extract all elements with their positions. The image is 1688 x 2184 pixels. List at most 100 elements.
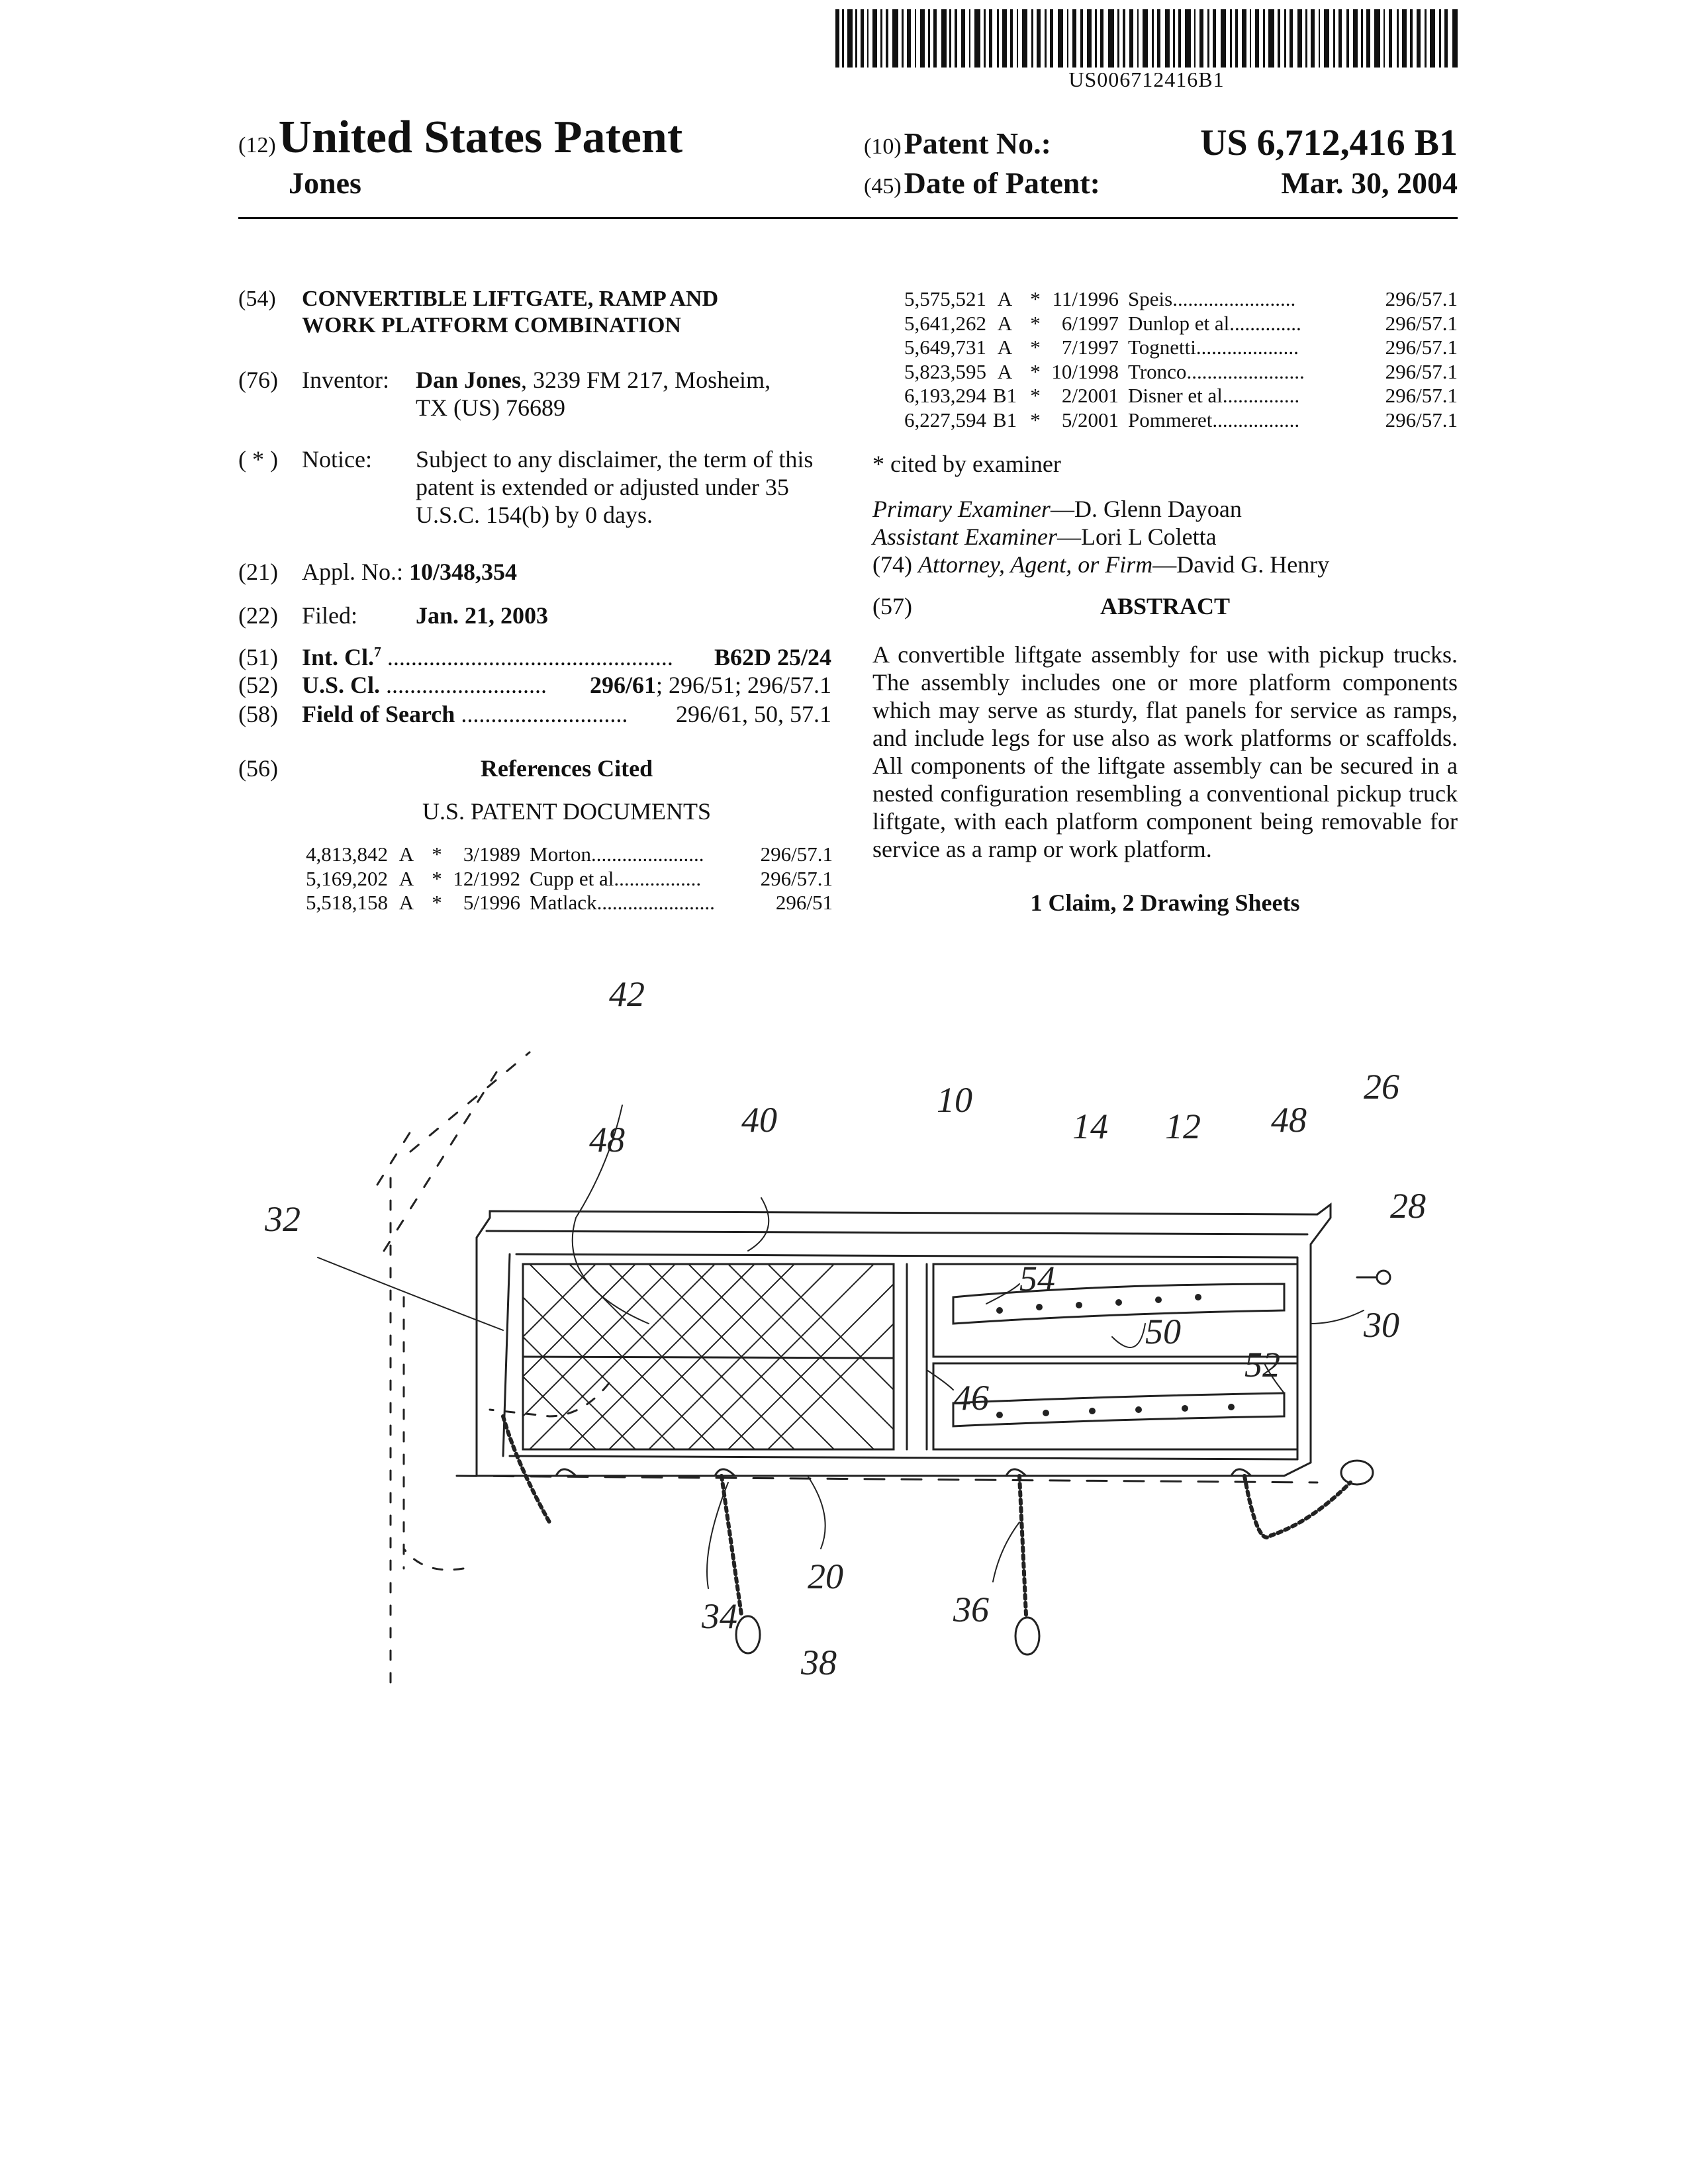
attorney: (74) Attorney, Agent, or Firm—David G. H… — [872, 551, 1329, 578]
patent-number-row: (10) Patent No.: US 6,712,416 B1 — [864, 126, 1458, 161]
reference-name: Cupp et al. — [530, 867, 619, 891]
patent-number-value: US 6,712,416 B1 — [1200, 122, 1458, 164]
appl-value: 10/348,354 — [409, 559, 517, 585]
drawing-label-54: 54 — [1019, 1259, 1055, 1298]
notice-code: ( * ) — [238, 445, 278, 473]
reference-name: Morton — [530, 842, 591, 867]
search-code: (58) — [238, 700, 278, 728]
leader-dots: ...................... — [591, 842, 761, 867]
reference-name: Matlack — [530, 891, 597, 915]
reference-cited-mark: * — [1023, 312, 1047, 336]
drawing-label-10: 10 — [937, 1080, 972, 1120]
attorney-code: (74) — [872, 551, 912, 578]
assistant-examiner: Assistant Examiner—Lori L Coletta — [872, 523, 1217, 551]
reference-number: 4,813,842 — [289, 842, 388, 867]
barcode-number: US006712416B1 — [835, 68, 1458, 92]
cited-by-examiner-note: * cited by examiner — [872, 450, 1061, 478]
abstract-line: All components of the liftgate assembly … — [872, 752, 1458, 780]
chain — [722, 1476, 741, 1615]
reference-kind: A — [986, 360, 1023, 385]
reference-number: 6,193,294 — [887, 384, 986, 408]
abstract-line: The assembly includes one or more platfo… — [872, 668, 1458, 696]
reference-number: 5,641,262 — [887, 312, 986, 336]
title-code: (54) — [238, 286, 276, 312]
drawing-label-50: 50 — [1145, 1312, 1181, 1351]
drawing-label-12: 12 — [1165, 1107, 1201, 1146]
drawing-label-30: 30 — [1363, 1305, 1399, 1345]
primary-examiner: Primary Examiner—D. Glenn Dayoan — [872, 495, 1242, 523]
inid-code: (12) — [238, 133, 276, 158]
us-cl-row: U.S. Cl. ........................... 296… — [302, 671, 831, 699]
references-heading: References Cited — [302, 754, 831, 782]
assistant-examiner-label: Assistant Examiner — [872, 523, 1057, 550]
leader-dots: .................... — [1196, 336, 1385, 360]
date-of-patent-label: Date of Patent: — [904, 166, 1100, 200]
reference-number: 5,575,521 — [887, 287, 986, 312]
pin-head — [1377, 1271, 1390, 1284]
reference-cited-mark: * — [1023, 384, 1047, 408]
reference-date: 5/1996 — [449, 891, 520, 915]
reference-cited-mark: * — [1023, 360, 1047, 385]
reference-cited-mark: * — [425, 867, 449, 891]
truck-bed-outline — [391, 1178, 404, 1688]
reference-row: 5,575,521A*11/1996Speis.................… — [887, 287, 1458, 312]
filed-code: (22) — [238, 602, 278, 629]
reference-date: 3/1989 — [449, 842, 520, 867]
drawing-label-28: 28 — [1390, 1186, 1426, 1226]
drawing-label-34: 34 — [701, 1596, 737, 1636]
abstract-line: A convertible liftgate assembly for use … — [872, 641, 1458, 668]
inventor-entry: Dan Jones, 3239 FM 217, Mosheim, TX (US)… — [416, 366, 833, 422]
reference-class: 296/57.1 — [761, 842, 833, 867]
reference-cited-mark: * — [1023, 287, 1047, 312]
drawing-label-14: 14 — [1072, 1107, 1108, 1146]
leader-dots: ............................ — [461, 700, 676, 728]
reference-kind: A — [986, 312, 1023, 336]
liftgate-top-rail — [487, 1231, 1307, 1234]
abstract-heading: ABSTRACT — [872, 592, 1458, 620]
header-divider — [238, 217, 1458, 219]
drawing-label-48: 48 — [1271, 1100, 1307, 1140]
platform-panel-divider — [523, 1357, 894, 1358]
reference-name: Disner et al. — [1128, 384, 1228, 408]
leader-dots: ................ — [619, 867, 760, 891]
chain — [1019, 1476, 1026, 1615]
leader-dots: ........................ — [1172, 287, 1385, 312]
leader-dots: ............. — [1235, 312, 1385, 336]
reference-class: 296/51 — [776, 891, 833, 915]
reference-cited-mark: * — [425, 842, 449, 867]
reference-row: 5,823,595A*10/1998Tronco................… — [887, 360, 1458, 385]
reference-kind: A — [986, 336, 1023, 360]
abstract-line: and include legs for use also as work pl… — [872, 724, 1458, 752]
reference-class: 296/57.1 — [1385, 287, 1458, 312]
abstract-line: liftgate, with each platform component b… — [872, 807, 1458, 835]
reference-cited-mark: * — [1023, 408, 1047, 433]
leader-dots: .............. — [1228, 384, 1385, 408]
uscl-value: ; 296/51; 296/57.1 — [656, 671, 831, 699]
representative-drawing: 42 40 48 10 14 12 48 26 32 28 54 50 30 4… — [238, 953, 1458, 1688]
filed-label: Filed: — [302, 602, 357, 629]
inid-code: (45) — [864, 174, 902, 199]
center-divider — [907, 1264, 927, 1449]
date-of-patent-row: (45) Date of Patent: Mar. 30, 2004 — [864, 165, 1458, 201]
filed-value: Jan. 21, 2003 — [416, 602, 548, 629]
reference-kind: B1 — [986, 384, 1023, 408]
truck-bed-outline — [404, 1549, 463, 1570]
reference-name: Dunlop et al. — [1128, 312, 1235, 336]
liftgate-frame — [477, 1205, 1331, 1476]
reference-class: 296/57.1 — [1385, 408, 1458, 433]
drawing-label-40: 40 — [741, 1100, 777, 1140]
inventor-address: TX (US) 76689 — [416, 394, 833, 422]
drawing-label-38: 38 — [800, 1643, 837, 1682]
reference-row: 5,518,158A*5/1996Matlack................… — [289, 891, 833, 915]
appl-label: Appl. No.: — [302, 559, 403, 585]
reference-number: 5,823,595 — [887, 360, 986, 385]
liftgate-inner-edge — [516, 1254, 1297, 1257]
reference-class: 296/57.1 — [1385, 384, 1458, 408]
reference-name: Speis — [1128, 287, 1172, 312]
leader-dots: ........................................… — [387, 643, 714, 671]
abstract-line: service as a ramp or work platform. — [872, 835, 1458, 863]
reference-cited-mark: * — [425, 891, 449, 915]
intcl-label: Int. Cl. — [302, 643, 374, 671]
liftgate-bottom-rail — [510, 1456, 1297, 1459]
document-type: United States Patent — [279, 112, 682, 163]
